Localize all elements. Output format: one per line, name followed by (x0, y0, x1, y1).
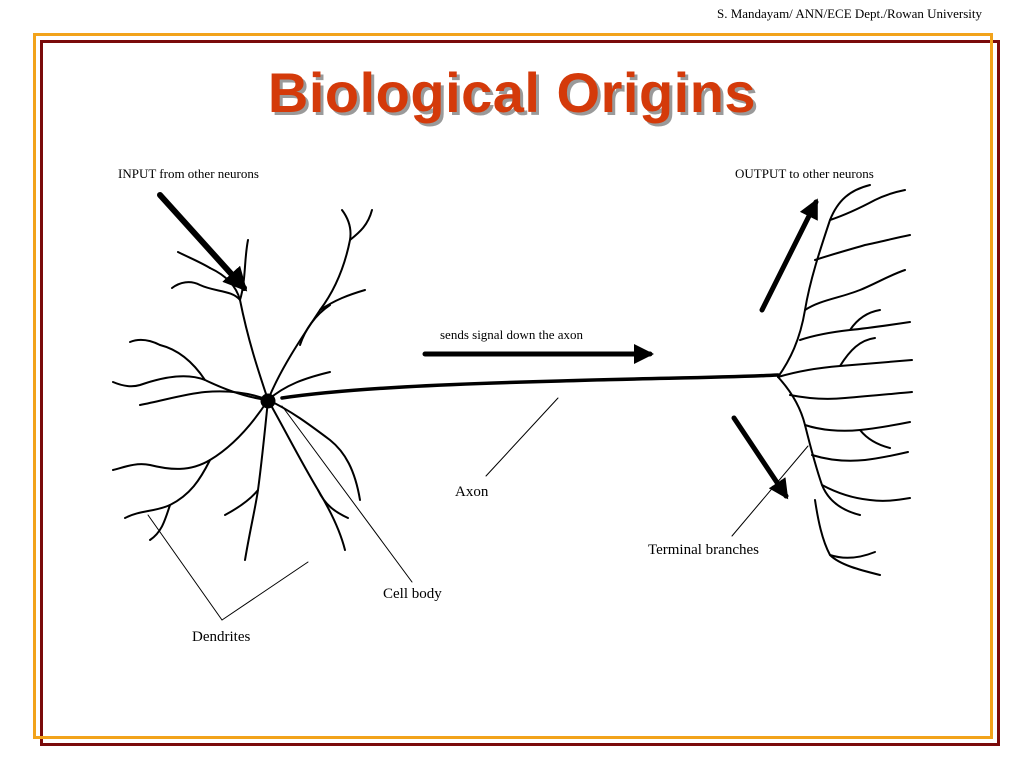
terminal-branches-label: Terminal branches (648, 542, 759, 558)
slide-title: Biological Origins (267, 61, 757, 124)
axon (280, 373, 780, 400)
input-arrow (157, 192, 248, 292)
signal-label: sends signal down the axon (440, 327, 583, 342)
cell-body-label: Cell body (383, 586, 442, 602)
output-arrow (759, 198, 819, 313)
dendrites (112, 209, 373, 561)
input-label: INPUT from other neurons (118, 166, 259, 181)
slide-credit: S. Mandayam/ ANN/ECE Dept./Rowan Univers… (716, 6, 982, 21)
output-label: OUTPUT to other neurons (735, 166, 874, 181)
arrows (157, 192, 819, 500)
slide-frame-inner (33, 33, 993, 739)
axon-label: Axon (455, 484, 489, 500)
terminal-arrow (731, 415, 789, 500)
neuron-drawing (112, 184, 913, 621)
terminal-branches (777, 184, 913, 576)
leader-lines (147, 397, 809, 621)
slide-frame-outer (40, 40, 1000, 746)
dendrites-label: Dendrites (192, 629, 250, 645)
